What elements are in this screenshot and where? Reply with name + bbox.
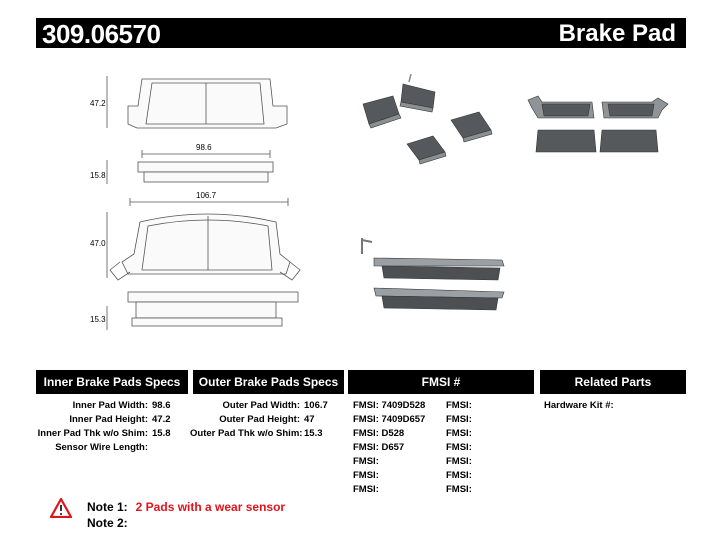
fmsi-item: FMSI: — [446, 414, 472, 425]
fmsi-item: FMSI: — [446, 456, 472, 467]
fmsi-item: FMSI: — [446, 400, 472, 411]
inner-height-value: 47.2 — [152, 414, 171, 425]
inner-width-dim: 98.6 — [196, 143, 212, 152]
fmsi-heading: FMSI # — [348, 370, 534, 394]
related-parts-heading: Related Parts — [540, 370, 686, 394]
outer-width-dim: 106.7 — [196, 191, 217, 200]
outer-thickness-value: 15.3 — [304, 428, 323, 439]
inner-width-label: Inner Pad Width: — [72, 400, 148, 411]
inner-height-dim: 47.2 — [90, 99, 106, 108]
outer-specs-heading: Outer Brake Pads Specs — [193, 370, 344, 394]
inner-thickness-value: 15.8 — [152, 428, 171, 439]
fmsi-item: FMSI: — [446, 442, 472, 453]
fmsi-item: FMSI: D657 — [353, 442, 405, 453]
fmsi-item: FMSI: — [353, 484, 379, 495]
technical-drawing: 47.2 98.6 15.8 106.7 47.0 15.3 — [90, 76, 301, 330]
fmsi-item: FMSI: D528 — [353, 428, 405, 439]
product-type: Brake Pad — [558, 20, 676, 47]
fmsi-item: FMSI: 7409D657 — [353, 414, 426, 425]
fmsi-item: FMSI: — [353, 470, 379, 481]
outer-thickness-dim: 15.3 — [90, 315, 106, 324]
inner-height-label: Inner Pad Height: — [69, 414, 148, 425]
outer-height-label: Outer Pad Height: — [219, 414, 300, 425]
note-2: Note 2: — [87, 516, 128, 530]
part-number: 309.06570 — [42, 19, 161, 49]
title-bar: 309.06570 Brake Pad — [36, 18, 686, 49]
fmsi-item: FMSI: — [446, 484, 472, 495]
inner-thickness-label: Inner Pad Thk w/o Shim: — [37, 428, 148, 439]
outer-width-label: Outer Pad Width: — [222, 400, 301, 411]
product-photo-pads-top — [527, 95, 669, 153]
outer-height-value: 47 — [304, 414, 315, 425]
inner-width-value: 98.6 — [152, 400, 171, 411]
note-1: Note 1: 2 Pads with a wear sensor — [87, 500, 285, 514]
hardware-kit-label: Hardware Kit #: — [544, 400, 614, 411]
warning-icon — [50, 498, 72, 518]
fmsi-item: FMSI: — [446, 470, 472, 481]
note-2-label: Note 2: — [87, 516, 128, 530]
inner-specs-heading: Inner Brake Pads Specs — [36, 370, 188, 394]
fmsi-item: FMSI: 7409D528 — [353, 400, 426, 411]
inner-thickness-dim: 15.8 — [90, 171, 106, 180]
fmsi-item: FMSI: — [353, 456, 379, 467]
outer-width-value: 106.7 — [304, 400, 328, 411]
product-photo-pads — [362, 74, 493, 165]
note-1-text: 2 Pads with a wear sensor — [135, 500, 286, 514]
sensor-wire-label: Sensor Wire Length: — [55, 442, 148, 453]
product-photo-pads-side — [361, 238, 505, 311]
note-1-label: Note 1: — [87, 500, 128, 514]
outer-thickness-label: Outer Pad Thk w/o Shim: — [190, 428, 303, 439]
outer-height-dim: 47.0 — [90, 239, 106, 248]
fmsi-item: FMSI: — [446, 428, 472, 439]
